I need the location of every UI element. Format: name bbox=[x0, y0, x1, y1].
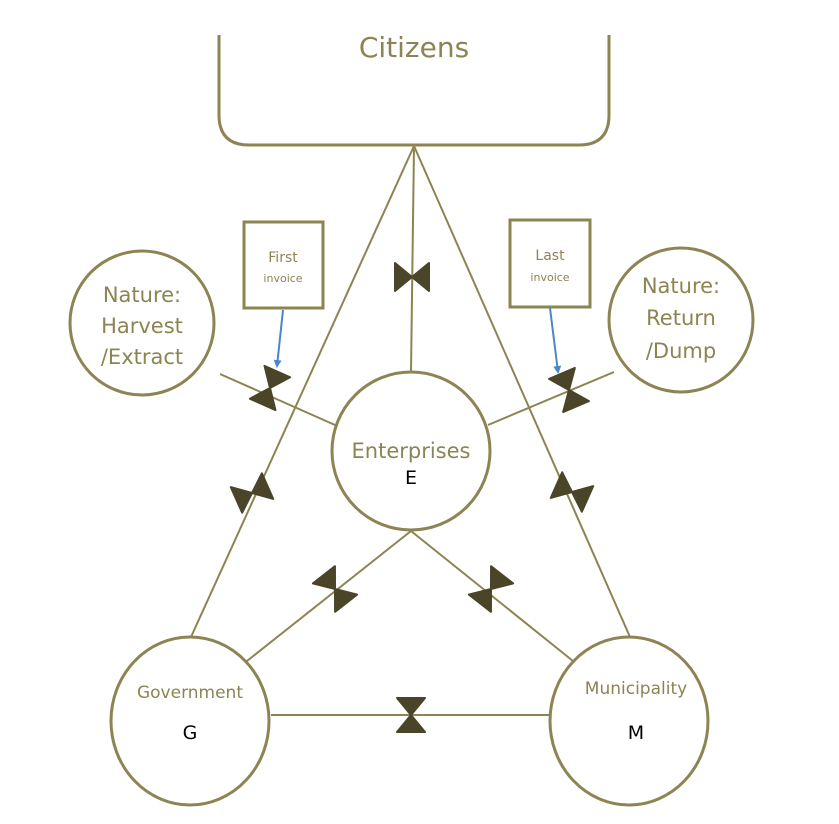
valve-government-municipality-icon bbox=[396, 697, 426, 733]
first-invoice-line-2: invoice bbox=[263, 272, 302, 285]
line-enterprises-return bbox=[487, 371, 615, 426]
last-invoice-box bbox=[508, 218, 592, 309]
first-invoice-line-1: First bbox=[268, 250, 298, 266]
government-letter: G bbox=[183, 722, 198, 744]
enterprises-label: Enterprises bbox=[352, 439, 471, 463]
nature-harvest-line-3: /Extract bbox=[101, 345, 183, 369]
municipality-label: Municipality bbox=[585, 679, 687, 699]
valve-harvest-enterprises-icon bbox=[248, 364, 292, 412]
valve-citizens-municipality-icon bbox=[549, 471, 595, 513]
last-invoice-arrow bbox=[549, 307, 562, 374]
valve-enterprises-government-icon bbox=[311, 565, 359, 613]
line-citizens-municipality bbox=[413, 145, 631, 638]
valve-citizens-enterprises-icon bbox=[394, 262, 430, 292]
line-citizens-government bbox=[190, 145, 415, 638]
nature-harvest-node bbox=[68, 249, 216, 397]
first-invoice-arrow bbox=[273, 309, 284, 368]
government-label: Government bbox=[137, 683, 243, 703]
government-node bbox=[109, 635, 271, 807]
citizens-box bbox=[217, 35, 611, 147]
municipality-letter: M bbox=[628, 722, 644, 744]
line-enterprises-municipality bbox=[410, 530, 574, 662]
first-invoice-box bbox=[242, 220, 325, 310]
nature-return-node bbox=[607, 246, 755, 394]
last-invoice-line-1: Last bbox=[535, 248, 565, 264]
citizens-label: Citizens bbox=[359, 31, 469, 64]
last-invoice-line-2: invoice bbox=[530, 271, 569, 284]
valve-enterprises-municipality-icon bbox=[467, 565, 515, 613]
valve-citizens-government-icon bbox=[229, 472, 275, 514]
nature-return-line-2: Return bbox=[646, 306, 716, 330]
municipality-node bbox=[548, 635, 710, 807]
line-harvest-enterprises bbox=[219, 373, 336, 426]
nature-return-line-1: Nature: bbox=[642, 274, 720, 298]
enterprises-letter: E bbox=[405, 467, 417, 489]
nature-harvest-line-1: Nature: bbox=[103, 283, 181, 307]
nature-harvest-line-2: Harvest bbox=[101, 314, 183, 338]
nature-return-line-3: /Dump bbox=[646, 339, 716, 363]
line-citizens-enterprises bbox=[410, 145, 415, 373]
enterprises-node bbox=[330, 370, 492, 532]
line-enterprises-government bbox=[246, 530, 412, 662]
valve-enterprises-return-icon bbox=[548, 366, 590, 414]
